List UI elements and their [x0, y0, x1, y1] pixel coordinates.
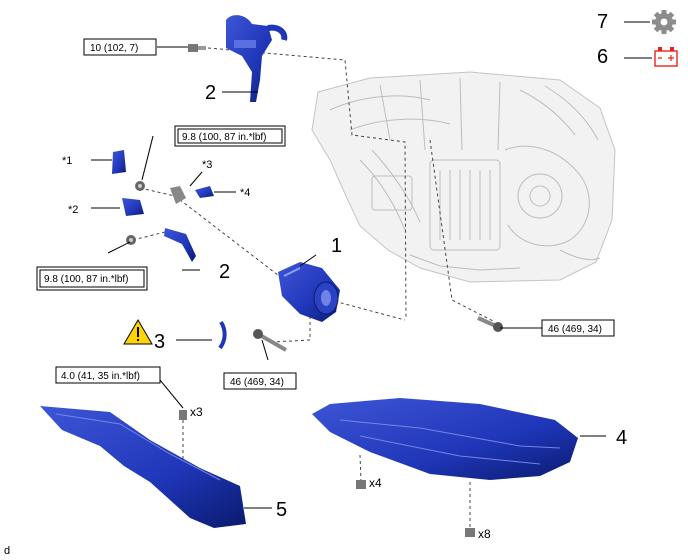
qty-x3: x3	[190, 405, 203, 419]
engine-under-cover-front	[312, 398, 578, 480]
callout-2-upper: 2	[205, 82, 216, 104]
clip-x4	[356, 480, 366, 489]
starter-wire	[218, 320, 227, 350]
torque-box-bolt-center: 46 (469, 34)	[223, 372, 297, 390]
corner-code: d	[4, 545, 10, 557]
callout-7: 7	[597, 11, 608, 33]
torque-box-nut-upper: 9.8 (100, 87 in.*lbf)	[174, 125, 286, 147]
part-star-4	[195, 186, 214, 198]
torque-text-nut-upper: 9.8 (100, 87 in.*lbf)	[182, 132, 267, 143]
clip-x3	[179, 410, 187, 420]
bolt-top	[188, 44, 206, 52]
engine-illustration	[311, 71, 616, 283]
torque-text-bolt-center: 46 (469, 34)	[230, 377, 284, 388]
torque-text-clip: 4.0 (41, 35 in.*lbf)	[61, 371, 140, 382]
starter-assembly	[278, 262, 340, 322]
engine-under-cover-rear	[40, 406, 246, 528]
nut-upper	[135, 181, 145, 191]
torque-box-clip: 4.0 (41, 35 in.*lbf)	[55, 366, 161, 384]
torque-box-nut-lower: 9.8 (100, 87 in.*lbf)	[36, 266, 148, 291]
callout-3: 3	[154, 331, 165, 353]
torque-text-top: 10 (102, 7)	[90, 43, 138, 54]
bolt-right	[477, 316, 503, 332]
label-star-2: *2	[68, 204, 78, 216]
label-star-1: *1	[62, 155, 72, 167]
wire-harness-bracket-lower	[164, 228, 196, 262]
clip-x8	[465, 528, 475, 537]
qty-x8: x8	[478, 527, 491, 541]
callout-leaders	[91, 46, 606, 509]
torque-text-bolt-right: 46 (469, 34)	[548, 324, 602, 335]
label-star-4: *4	[240, 187, 250, 199]
gear-icon	[652, 10, 676, 34]
bolt-center	[253, 329, 287, 352]
callout-2-lower: 2	[219, 261, 230, 283]
torque-box-bolt-right: 46 (469, 34)	[541, 319, 615, 337]
part-star-1	[112, 150, 126, 174]
label-star-3: *3	[202, 159, 212, 171]
callout-4: 4	[616, 427, 627, 449]
qty-x4: x4	[369, 476, 382, 490]
wire-harness-bracket-upper	[226, 15, 288, 102]
installation-lines	[132, 47, 496, 528]
part-star-2	[122, 198, 144, 216]
warning-triangle-icon	[123, 319, 153, 345]
torque-text-nut-lower: 9.8 (100, 87 in.*lbf)	[44, 274, 129, 285]
callout-6: 6	[597, 46, 608, 68]
callout-5: 5	[276, 499, 287, 521]
part-star-3	[170, 186, 186, 204]
torque-box-top: 10 (102, 7)	[83, 38, 157, 56]
battery-icon	[654, 47, 678, 67]
callout-1: 1	[331, 235, 342, 257]
